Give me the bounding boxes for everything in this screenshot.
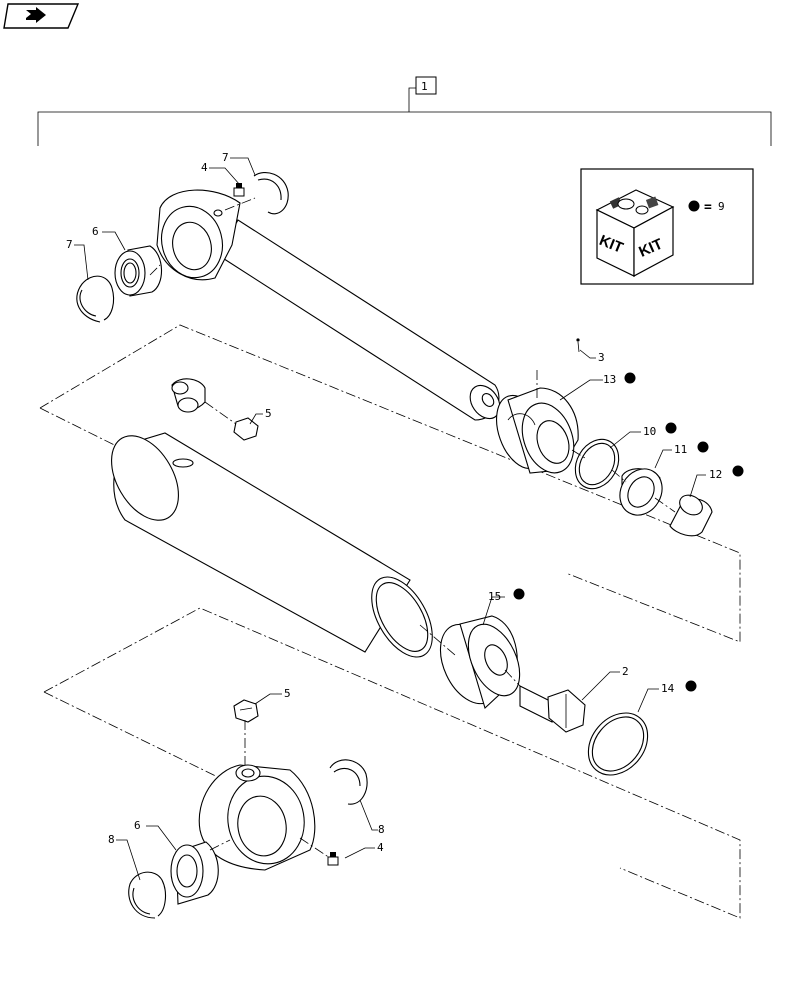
seal-10: [574, 438, 620, 490]
callout-2: 2: [622, 665, 629, 678]
wiper-11: [619, 468, 663, 516]
bottom-snap-ring-left: [128, 871, 167, 919]
top-bushing: [114, 245, 163, 297]
gland-13: [496, 387, 579, 474]
piston-rod: [156, 189, 501, 421]
callout-5-bottom: 5: [284, 687, 291, 700]
callout-4-top: 4: [201, 161, 208, 174]
next-page-button[interactable]: [3, 3, 80, 29]
assembly-number: 1: [421, 80, 428, 93]
bottom-grease-fitting: [327, 852, 339, 866]
cylinder-barrel: [111, 432, 433, 658]
callout-8-left: 8: [108, 833, 115, 846]
callout-11: 11: [674, 443, 687, 456]
callout-12: 12: [709, 468, 722, 481]
callout-labels: 4 7 6 7 3 13 5 10 11 12 15 2 14 5 8 6 8 …: [66, 151, 722, 854]
pin-3: [576, 338, 580, 353]
plug-5-bottom: [233, 699, 259, 723]
bottom-snap-ring-right: [329, 759, 368, 805]
callout-4-bottom: 4: [377, 841, 384, 854]
top-snap-ring-right: [253, 172, 289, 215]
kit-number: 9: [718, 200, 725, 213]
top-snap-ring-left: [76, 275, 115, 323]
callout-14: 14: [661, 682, 675, 695]
forward-arrow-icon: [26, 7, 46, 23]
callout-5-top: 5: [265, 407, 272, 420]
callout-6-top: 6: [92, 225, 99, 238]
assembly-bracket: [37, 87, 772, 146]
bolt-2: [519, 685, 586, 733]
kit-indicator-dots: [513, 372, 744, 692]
callout-7-top: 7: [222, 151, 229, 164]
kit-box-icon: KIT KIT: [595, 189, 675, 278]
leader-lines: [74, 157, 706, 881]
ring-14: [587, 712, 649, 776]
callout-7-left: 7: [66, 238, 73, 251]
callout-15: 15: [488, 590, 501, 603]
bushing-12: [669, 494, 713, 537]
callout-3: 3: [598, 351, 605, 364]
assembly-number-box: 1: [415, 76, 437, 95]
top-grease-fitting: [233, 183, 245, 197]
callout-6-bottom: 6: [134, 819, 141, 832]
piston-15: [439, 615, 521, 710]
kit-equals: =: [704, 200, 712, 215]
callout-13: 13: [603, 373, 616, 386]
callout-8-right: 8: [378, 823, 385, 836]
bottom-bushing: [170, 841, 219, 905]
plug-5-top: [233, 417, 259, 441]
kit-legend-box: KIT KIT = 9: [580, 168, 754, 285]
callout-10: 10: [643, 425, 656, 438]
kit-dot-icon: [688, 200, 700, 212]
elbow-fitting: [171, 378, 206, 413]
cap-end-mount: [198, 764, 316, 871]
